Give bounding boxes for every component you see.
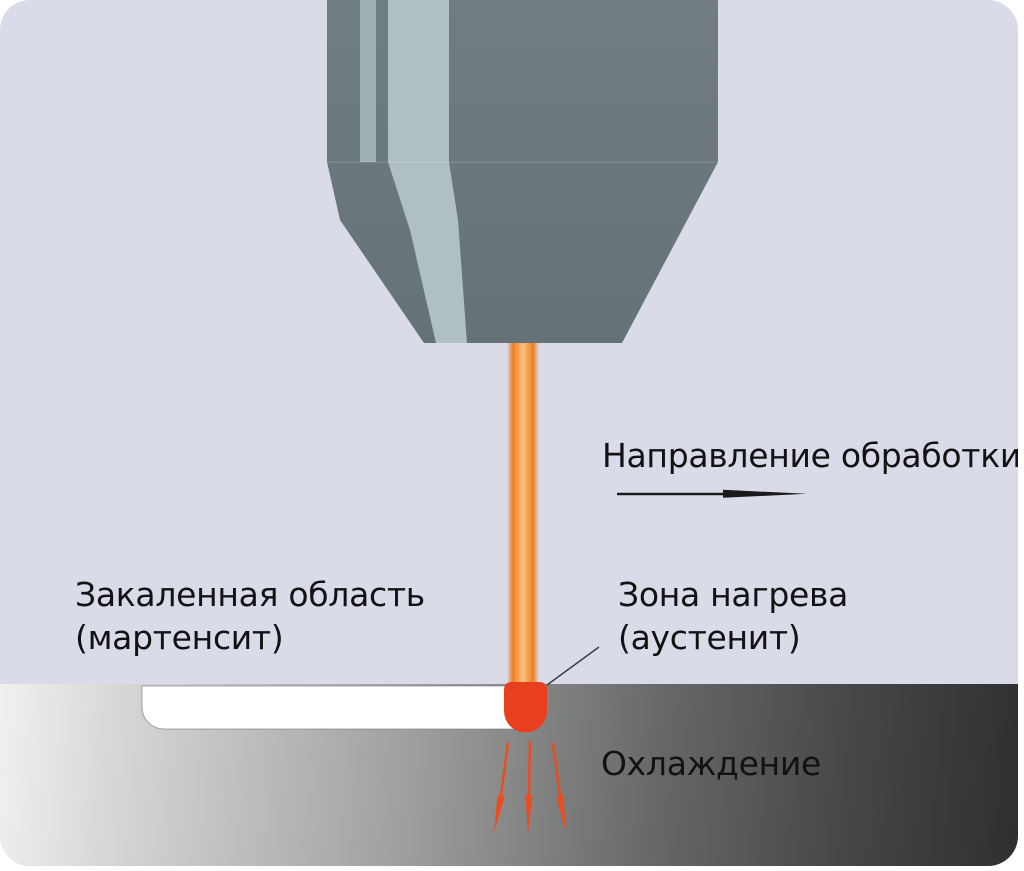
direction-label: Направление обработки [602,436,1018,475]
heat-zone-label-line2: (аустенит) [618,618,801,657]
hardened-area-label-line2: (мартенсит) [75,618,284,657]
cooling-label: Охлаждение [601,744,821,783]
hardened-track [141,685,517,730]
cooling-arrow-center [525,740,533,834]
heat-spot [504,682,547,733]
laser-head-highlight [388,0,467,343]
leader-line [546,646,600,686]
heat-zone-label: Зона нагрева (аустенит) [618,573,848,659]
laser-head-body [327,0,718,343]
laser-beam [507,341,539,689]
cooling-arrow-right [551,742,566,833]
direction-arrow [617,489,807,498]
heat-zone-label-line1: Зона нагрева [618,575,849,614]
laser-head [327,0,718,343]
hardened-area-label-line1: Закаленная область [75,575,425,614]
hardened-area-label: Закаленная область (мартенсит) [75,573,425,659]
cooling-arrow-left [494,742,510,833]
laser-head-stripe [360,0,376,162]
cooling-arrows [494,740,566,834]
